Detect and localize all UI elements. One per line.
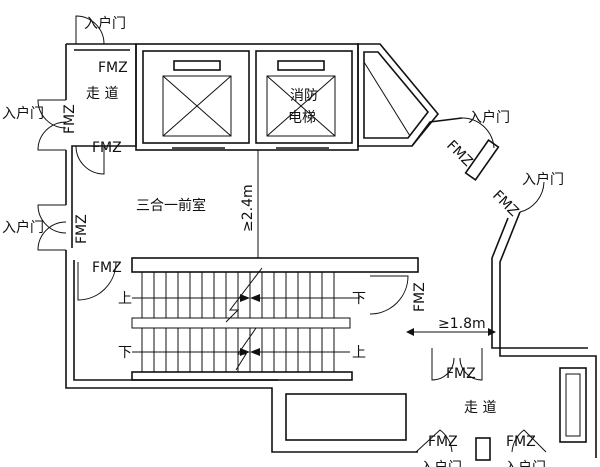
door-label-corridor-bottom-top: FMZ <box>446 366 476 382</box>
fire-elevator-label-2: 电梯 <box>288 110 316 126</box>
corridor-label-bottom: 走 道 <box>464 400 496 416</box>
entry-door-label-bottom-right: 入户门 <box>504 459 546 467</box>
entry-door-label-top: 入户门 <box>84 15 126 32</box>
entry-door-label-right-upper: 入户门 <box>468 109 510 126</box>
corridor-dimension: ≥1.8m <box>438 316 486 332</box>
door-label-corridor-bottom: FMZ <box>92 140 122 156</box>
entry-door-label-left-lower: 入户门 <box>2 219 44 236</box>
stair-up-upper: 上 <box>118 291 132 307</box>
stair-down-upper: 下 <box>352 291 366 307</box>
door-label-right-slanted-lower: FMZ <box>489 188 521 220</box>
door-label-stair-left: FMZ <box>92 260 122 276</box>
entry-door-label-bottom-left: 入户门 <box>420 459 462 467</box>
entry-door-label-right-lower: 入户门 <box>522 171 564 188</box>
door-label-left-vertical-lower: FMZ <box>74 214 90 244</box>
stair-up-lower: 上 <box>352 345 366 361</box>
exterior-walls <box>65 43 597 458</box>
fire-elevator-label-1: 消防 <box>290 88 318 104</box>
staircase <box>131 257 419 381</box>
door-label-top-corridor: FMZ <box>98 60 128 76</box>
elevator-shafts <box>162 60 411 149</box>
dimension-lines <box>257 150 496 336</box>
door-label-bottom-left: FMZ <box>428 434 458 450</box>
doors <box>37 15 547 461</box>
anteroom-dimension: ≥2.4m <box>240 184 256 232</box>
corridor-label-top: 走 道 <box>86 86 118 102</box>
anteroom-label: 三合一前室 <box>136 197 206 214</box>
stair-down-lower: 下 <box>118 345 132 361</box>
labels: 入户门 入户门 入户门 入户门 入户门 FMZ 走 道 FMZ FMZ FMZ … <box>2 15 564 467</box>
entry-door-label-left-upper: 入户门 <box>2 105 44 122</box>
door-label-stair-right: FMZ <box>412 282 428 312</box>
door-label-bottom-right: FMZ <box>506 434 536 450</box>
door-label-left-vertical-upper: FMZ <box>62 104 78 134</box>
